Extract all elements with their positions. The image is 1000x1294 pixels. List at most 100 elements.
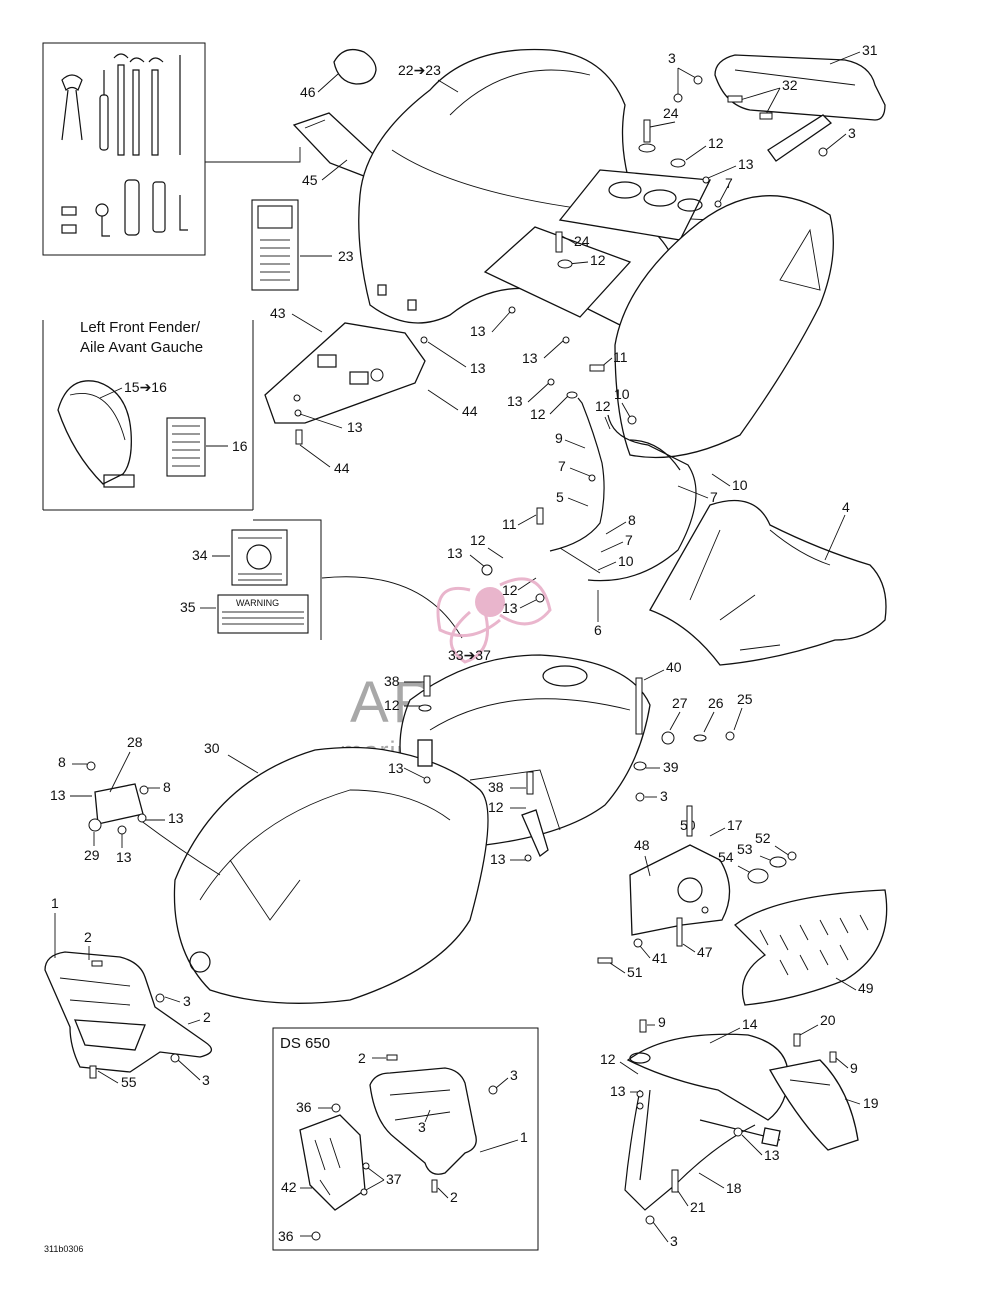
callout-13-d: 13 [470, 323, 486, 339]
callout-12-d: 12 [595, 398, 611, 414]
part-14-front-fender [626, 1033, 789, 1121]
callout-47: 47 [697, 944, 713, 960]
callout-7-c: 7 [710, 489, 718, 505]
callout-7-a: 7 [725, 175, 733, 191]
callout-13-e: 13 [522, 350, 538, 366]
left-front-fender-subtitle: Aile Avant Gauche [80, 339, 203, 356]
callout-38-a: 38 [384, 673, 400, 689]
fuse-icon [61, 206, 77, 234]
callout-15-16: 15➔16 [124, 379, 167, 395]
callout-37: 37 [386, 1171, 402, 1187]
part-4-mud-guard [649, 499, 887, 666]
callout-6: 6 [594, 622, 602, 638]
callout-8-b: 8 [58, 754, 66, 770]
callout-52: 52 [755, 830, 771, 846]
callout-13-o: 13 [764, 1147, 780, 1163]
callout-3-e: 3 [202, 1072, 210, 1088]
callout-13-h: 13 [502, 600, 518, 616]
callout-28: 28 [127, 734, 143, 750]
callout-12-g: 12 [384, 697, 400, 713]
callout-31: 31 [862, 42, 878, 58]
callout-46: 46 [300, 84, 316, 100]
callout-35: 35 [180, 599, 196, 615]
callout-1-b: 1 [520, 1129, 528, 1145]
callout-9-b: 9 [658, 1014, 666, 1030]
callout-12-i: 12 [600, 1051, 616, 1067]
callout-3-c: 3 [660, 788, 668, 804]
callout-9-c: 9 [850, 1060, 858, 1076]
callout-14: 14 [742, 1016, 758, 1032]
callout-27: 27 [672, 695, 688, 711]
callout-39: 39 [663, 759, 679, 775]
callout-55: 55 [121, 1074, 137, 1090]
callout-22-23: 22➔23 [398, 62, 441, 78]
diagram-code: 311b0306 [44, 1244, 83, 1254]
callout-13-m: 13 [490, 851, 506, 867]
callout-24-a: 24 [663, 105, 679, 121]
callout-13-l: 13 [388, 760, 404, 776]
callout-10-a: 10 [614, 386, 630, 402]
callout-13-j: 13 [168, 810, 184, 826]
warning-label-title: WARNING [236, 598, 279, 608]
callout-7-d: 7 [625, 532, 633, 548]
callout-2-a: 2 [84, 929, 92, 945]
callout-48: 48 [634, 837, 650, 853]
decal-box-34-35: WARNING [217, 519, 322, 640]
callout-30: 30 [204, 740, 220, 756]
pliers-icon [61, 74, 83, 141]
callout-2-b: 2 [203, 1009, 211, 1025]
part-31-rear-rack [714, 54, 886, 162]
callout-44-b: 44 [334, 460, 350, 476]
callout-36-b: 36 [278, 1228, 294, 1244]
callout-5: 5 [556, 489, 564, 505]
callout-12-e: 12 [470, 532, 486, 548]
callout-13-k: 13 [116, 849, 132, 865]
callout-3-g: 3 [510, 1067, 518, 1083]
callout-10-b: 10 [732, 477, 748, 493]
part-30-seat [173, 746, 489, 1004]
callout-17: 17 [727, 817, 743, 833]
callout-20: 20 [820, 1012, 836, 1028]
callout-1-a: 1 [51, 895, 59, 911]
wrench-icon [113, 53, 181, 156]
decal-23 [251, 199, 299, 291]
part-19-mud-flap [768, 1059, 859, 1151]
part-43-panel [264, 322, 428, 424]
callout-32: 32 [782, 77, 798, 93]
callout-10-c: 10 [618, 553, 634, 569]
part-18-fender-bracket [624, 1089, 781, 1211]
left-front-fender-box: Left Front Fender/ Aile Avant Gauche 15➔… [42, 319, 254, 511]
callout-3-a: 3 [668, 50, 676, 66]
callout-43: 43 [270, 305, 286, 321]
ds650-bumper [369, 1067, 477, 1175]
left-front-fender-title: Left Front Fender/ [80, 319, 201, 336]
callout-24-b: 24 [574, 233, 590, 249]
part-46-cap [333, 48, 377, 85]
part-1-front-bumper [44, 951, 212, 1073]
callout-54: 54 [718, 849, 734, 865]
ds650-skid-plate [299, 1114, 366, 1211]
ds650-title: DS 650 [280, 1035, 330, 1052]
callout-13-b: 13 [347, 419, 363, 435]
callout-41: 41 [652, 950, 668, 966]
callout-8-a: 8 [628, 512, 636, 528]
callout-49: 49 [858, 980, 874, 996]
part-48-bracket [629, 844, 731, 936]
callout-42: 42 [281, 1179, 297, 1195]
callout-34: 34 [192, 547, 208, 563]
callout-13-g: 13 [447, 545, 463, 561]
callout-19: 19 [863, 1095, 879, 1111]
callout-12-a: 12 [708, 135, 724, 151]
callout-3-b: 3 [848, 125, 856, 141]
callout-13-i: 13 [50, 787, 66, 803]
callout-9-a: 9 [555, 430, 563, 446]
callout-2-d: 2 [450, 1189, 458, 1205]
callout-29: 29 [84, 847, 100, 863]
part-5-6-brackets [549, 397, 697, 582]
callout-3-d: 3 [183, 993, 191, 1009]
callout-16: 16 [232, 438, 248, 454]
callout-12-c: 12 [530, 406, 546, 422]
callout-11-b: 11 [502, 516, 517, 532]
callout-25: 25 [737, 691, 753, 707]
callout-12-h: 12 [488, 799, 504, 815]
